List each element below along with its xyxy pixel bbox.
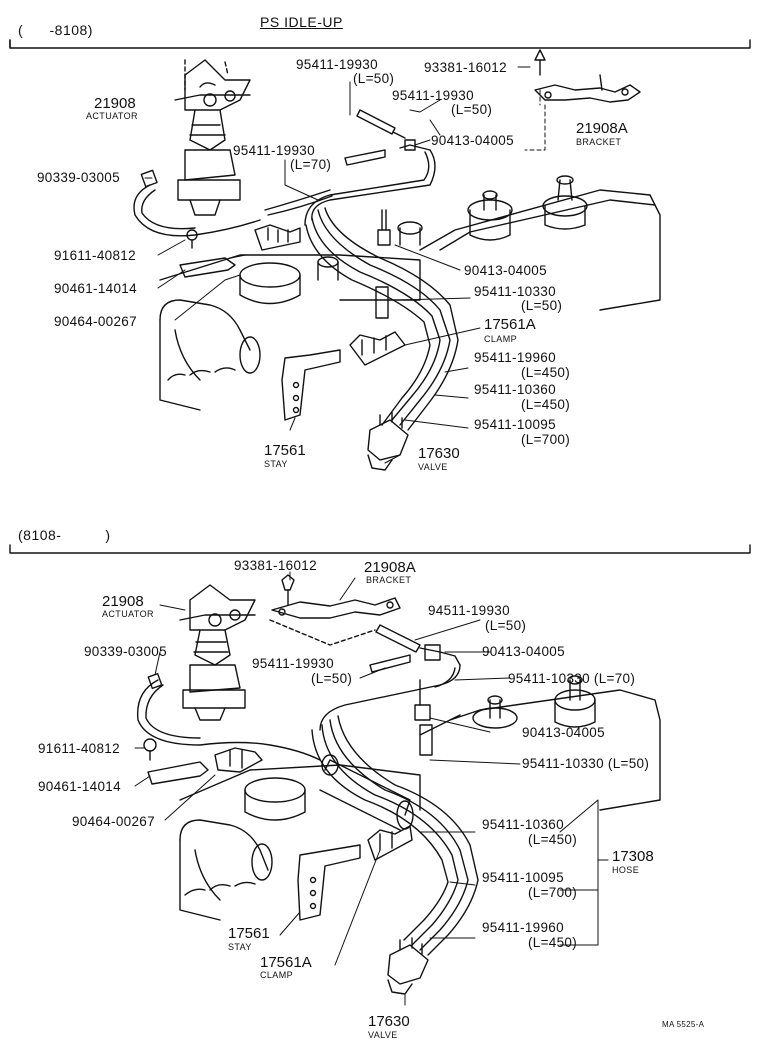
top-91611-label: 91611-40812 <box>54 248 136 263</box>
top-90413-a-label: 90413-04005 <box>431 133 514 148</box>
top-90461-label: 90461-14014 <box>54 281 137 296</box>
diagram-title: PS IDLE-UP <box>260 14 343 30</box>
top-actuator-sub: ACTUATOR <box>86 111 138 121</box>
bottom-95411-10360-len: (L=450) <box>528 832 578 847</box>
top-95411-19930-c-len: (L=70) <box>290 157 332 172</box>
top-95411-10095-part: 95411-10095 <box>474 417 556 432</box>
bottom-95411-10330-l50-label: 95411-10330 (L=50) <box>522 756 650 771</box>
bottom-95411-10360-part: 95411-10360 <box>482 817 564 832</box>
figure-code: MA 5525-A <box>662 1020 705 1029</box>
top-bracket <box>534 49 641 103</box>
top-bracket-sub: BRACKET <box>576 137 622 147</box>
bottom-94511-19930-part: 94511-19930 <box>428 603 510 618</box>
top-clamp-part: 17561A <box>484 316 536 333</box>
top-stay-sub: STAY <box>264 459 288 469</box>
top-90339-label: 90339-03005 <box>37 170 120 185</box>
bottom-hoses <box>136 624 479 956</box>
top-95411-19930-a-len: (L=50) <box>353 71 395 86</box>
bottom-bracket <box>269 574 401 646</box>
bottom-actuator-sub: ACTUATOR <box>102 609 154 619</box>
bottom-bracket-part: 21908A <box>364 559 416 576</box>
top-actuator <box>174 59 251 216</box>
top-93381-label: 93381-16012 <box>424 60 507 75</box>
bottom-stay-sub: STAY <box>228 942 252 952</box>
bottom-leaders <box>134 571 609 1006</box>
top-bracket-part: 21908A <box>576 120 628 137</box>
bottom-90461-label: 90461-14014 <box>38 779 121 794</box>
section-frames <box>9 39 751 554</box>
top-clamps <box>140 169 406 421</box>
top-valve-sub: VALVE <box>418 462 448 472</box>
bottom-90413-b-label: 90413-04005 <box>522 725 605 740</box>
bottom-valve <box>387 937 429 995</box>
range-top: ( -8108) <box>18 22 93 38</box>
top-95411-10330-part: 95411-10330 <box>474 284 556 299</box>
top-95411-10360-part: 95411-10360 <box>474 382 556 397</box>
bottom-clamps <box>143 672 413 921</box>
top-95411-19930-b-len: (L=50) <box>451 102 493 117</box>
bottom-clamp-part: 17561A <box>260 954 312 971</box>
bottom-actuator-part: 21908 <box>102 593 144 610</box>
bottom-bracket-sub: BRACKET <box>366 575 412 585</box>
top-actuator-part: 21908 <box>94 95 136 112</box>
top-90464-label: 90464-00267 <box>54 314 137 329</box>
bottom-90464-label: 90464-00267 <box>72 814 155 829</box>
top-clamp-sub: CLAMP <box>484 334 518 344</box>
top-95411-10360-len: (L=450) <box>521 397 571 412</box>
top-95411-19930-c-part: 95411-19930 <box>233 143 315 158</box>
bottom-stay-part: 17561 <box>228 925 270 942</box>
bottom-95411-19960-part: 95411-19960 <box>482 920 564 935</box>
bottom-90413-a-label: 90413-04005 <box>482 644 565 659</box>
bottom-95411-19930-len: (L=50) <box>311 671 353 686</box>
top-95411-10095-len: (L=700) <box>521 432 571 447</box>
top-hoses <box>133 109 459 431</box>
bottom-hose-part: 17308 <box>612 848 654 865</box>
bottom-95411-10095-part: 95411-10095 <box>482 870 564 885</box>
top-leaders <box>144 66 546 464</box>
bottom-valve-sub: VALVE <box>368 1030 398 1040</box>
bottom-95411-19960-len: (L=450) <box>528 935 578 950</box>
range-bottom: (8108- ) <box>18 527 111 543</box>
bottom-91611-label: 91611-40812 <box>38 741 120 756</box>
bottom-94511-19930-len: (L=50) <box>485 618 527 633</box>
bottom-clamp-sub: CLAMP <box>260 970 294 980</box>
top-95411-19960-part: 95411-19960 <box>474 350 556 365</box>
bottom-95411-10330-l70-label: 95411-10330 (L=70) <box>508 671 636 686</box>
bottom-hose-sub: HOSE <box>612 865 640 875</box>
bottom-valve-part: 17630 <box>368 1013 410 1030</box>
top-90413-b-label: 90413-04005 <box>464 263 547 278</box>
top-valve-part: 17630 <box>418 445 460 462</box>
top-95411-19930-b-part: 95411-19930 <box>392 88 474 103</box>
top-95411-19930-a-part: 95411-19930 <box>296 57 378 72</box>
top-95411-19960-len: (L=450) <box>521 365 571 380</box>
top-95411-10330-len: (L=50) <box>521 298 563 313</box>
bottom-93381-label: 93381-16012 <box>234 558 317 573</box>
bottom-95411-10095-len: (L=700) <box>528 885 578 900</box>
bottom-95411-19930-part: 95411-19930 <box>252 656 334 671</box>
bottom-engine-block <box>179 675 661 921</box>
bottom-actuator <box>179 584 256 721</box>
top-engine-block <box>159 175 661 411</box>
bottom-90339-label: 90339-03005 <box>84 644 167 659</box>
top-stay-part: 17561 <box>264 442 306 459</box>
